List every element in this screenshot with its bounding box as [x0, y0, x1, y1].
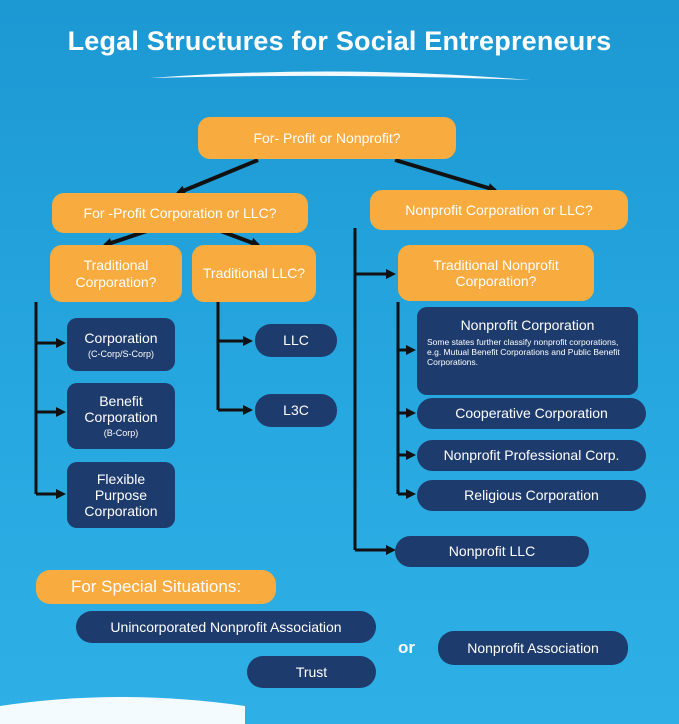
- nonprofit-association-label: Nonprofit Association: [467, 639, 599, 656]
- traditional-llc-label: Traditional LLC?: [202, 265, 306, 282]
- nonprofit-corporation-note: Some states further classify nonprofit c…: [427, 337, 620, 368]
- religious-corporation-box: Religious Corporation: [417, 480, 646, 511]
- cooperative-corporation-box: Cooperative Corporation: [417, 398, 646, 429]
- l3c-box: L3C: [255, 394, 337, 427]
- flexible-purpose-label: Flexible Purpose Corporation: [84, 470, 158, 520]
- root-question-label: For- Profit or Nonprofit?: [253, 129, 401, 146]
- nonprofit-question-box: Nonprofit Corporation or LLC?: [370, 190, 628, 230]
- arrow-root-to-nonprofit: [394, 158, 498, 193]
- traditional-corporation-box: Traditional Corporation?: [50, 245, 182, 302]
- trust-box: Trust: [247, 656, 376, 688]
- title-underline-swoosh: [150, 71, 530, 80]
- llc-label: LLC: [283, 332, 309, 349]
- cooperative-corporation-label: Cooperative Corporation: [455, 405, 608, 422]
- corporation-box: Corporation (C-Corp/S-Corp): [67, 318, 175, 371]
- arrow-root-to-for-profit: [175, 158, 259, 195]
- religious-corporation-label: Religious Corporation: [464, 487, 599, 504]
- l3c-label: L3C: [283, 402, 309, 419]
- flexible-purpose-box: Flexible Purpose Corporation: [67, 462, 175, 528]
- page-title: Legal Structures for Social Entrepreneur…: [67, 26, 612, 56]
- benefit-corporation-box: Benefit Corporation (B-Corp): [67, 383, 175, 449]
- corporation-label: Corporation: [84, 329, 158, 346]
- nonprofit-corporation-label: Nonprofit Corporation: [460, 317, 595, 333]
- trust-label: Trust: [295, 663, 328, 680]
- special-situations-label: For Special Situations:: [70, 577, 242, 597]
- nonprofit-llc-label: Nonprofit LLC: [448, 543, 536, 560]
- traditional-corporation-label: Traditional Corporation?: [75, 257, 157, 290]
- nonprofit-association-box: Nonprofit Association: [438, 631, 628, 665]
- unincorporated-association-label: Unincorporated Nonprofit Association: [110, 618, 342, 635]
- traditional-llc-box: Traditional LLC?: [192, 245, 316, 302]
- benefit-corporation-label: Benefit Corporation: [84, 393, 158, 426]
- llc-box: LLC: [255, 324, 337, 357]
- or-text: or: [398, 638, 415, 657]
- nonprofit-question-label: Nonprofit Corporation or LLC?: [405, 201, 593, 218]
- traditional-nonprofit-label: Traditional Nonprofit Corporation?: [433, 256, 559, 289]
- special-situations-heading: For Special Situations:: [36, 570, 276, 604]
- nonprofit-corporation-box: Nonprofit Corporation Some states furthe…: [417, 307, 638, 395]
- for-profit-question-label: For -Profit Corporation or LLC?: [83, 204, 277, 221]
- traditional-nonprofit-box: Traditional Nonprofit Corporation?: [398, 245, 594, 301]
- nonprofit-llc-box: Nonprofit LLC: [395, 536, 589, 567]
- root-question-box: For- Profit or Nonprofit?: [198, 117, 456, 159]
- nonprofit-professional-box: Nonprofit Professional Corp.: [417, 440, 646, 471]
- for-profit-question-box: For -Profit Corporation or LLC?: [52, 193, 308, 233]
- unincorporated-association-box: Unincorporated Nonprofit Association: [76, 611, 376, 643]
- bottom-swoosh: [0, 697, 245, 724]
- nonprofit-professional-label: Nonprofit Professional Corp.: [443, 447, 620, 464]
- benefit-corporation-sublabel: (B-Corp): [103, 428, 139, 439]
- corporation-sublabel: (C-Corp/S-Corp): [87, 348, 154, 359]
